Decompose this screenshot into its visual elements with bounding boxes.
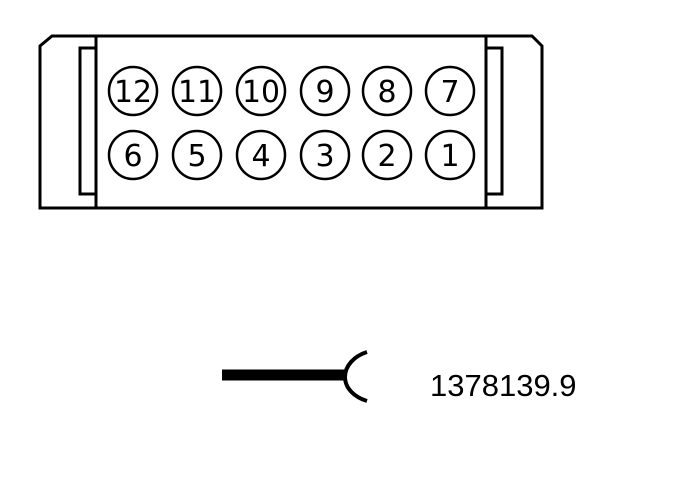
pin-circle [361, 129, 413, 181]
top-pin-row: 12 11 10 9 8 7 [107, 65, 476, 117]
pin-2: 2 [361, 129, 413, 181]
pin-circle [235, 129, 287, 181]
pin-label: 3 [315, 139, 334, 174]
connector-housing [38, 34, 544, 210]
pin-8: 8 [361, 65, 413, 117]
pin-3: 3 [299, 129, 351, 181]
pin-label: 5 [187, 139, 206, 174]
pin-circle [107, 129, 159, 181]
pin-6: 6 [107, 129, 159, 181]
pin-label: 1 [440, 139, 459, 174]
pin-label: 12 [114, 75, 152, 110]
pin-4: 4 [235, 129, 287, 181]
pin-circle [299, 65, 351, 117]
part-number-label: 1378139.9 [430, 368, 577, 403]
pin-circle [299, 129, 351, 181]
pin-label: 11 [178, 75, 216, 110]
left-latch [78, 46, 98, 196]
pin-circle [235, 65, 287, 117]
pin-7: 7 [424, 65, 476, 117]
pin-1: 1 [424, 129, 476, 181]
pin-label: 6 [123, 139, 142, 174]
pin-11: 11 [171, 65, 223, 117]
pin-label: 7 [440, 75, 459, 110]
pin-9: 9 [299, 65, 351, 117]
bottom-pin-row: 6 5 4 3 2 1 [107, 129, 476, 181]
pin-circle [424, 129, 476, 181]
pin-label: 2 [377, 139, 396, 174]
pin-circle [171, 129, 223, 181]
pin-label: 10 [242, 75, 280, 110]
pin-circle [107, 65, 159, 117]
wire-end-symbol [222, 350, 368, 403]
right-latch [484, 46, 504, 196]
pin-5: 5 [171, 129, 223, 181]
pin-label: 8 [377, 75, 396, 110]
wire-fork [342, 350, 368, 403]
pin-circle [171, 65, 223, 117]
pin-12: 12 [107, 65, 159, 117]
pin-label: 9 [315, 75, 334, 110]
pin-10: 10 [235, 65, 287, 117]
pin-circle [424, 65, 476, 117]
housing-outline [38, 34, 544, 210]
pin-circle [361, 65, 413, 117]
pin-label: 4 [251, 139, 270, 174]
